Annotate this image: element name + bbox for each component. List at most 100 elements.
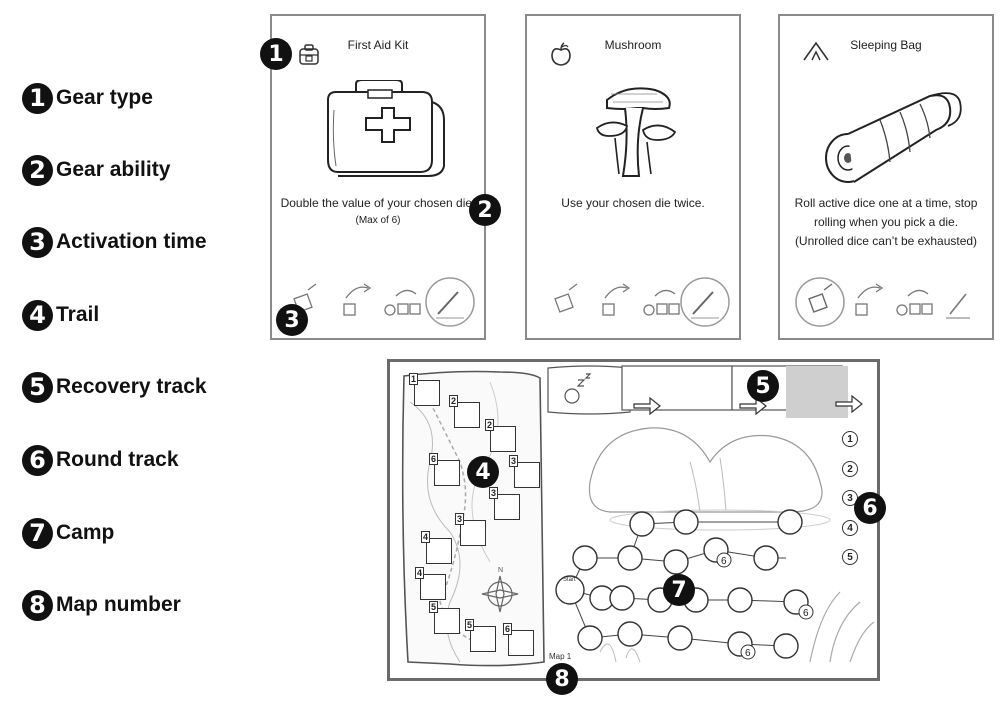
- pencil-icon-circled: [425, 277, 475, 327]
- legend-number: 2: [22, 154, 53, 186]
- legend-item-activation-time: 3 Activation time: [22, 224, 207, 260]
- legend-number: 1: [22, 82, 53, 114]
- trail-box[interactable]: 3: [489, 487, 520, 520]
- gear-card-sleeping-bag[interactable]: Sleeping Bag Roll active dice one at a t…: [778, 14, 994, 340]
- ability-note: (Max of 6): [355, 215, 401, 226]
- callout-activation-time: 3: [276, 304, 308, 336]
- callout-gear-type: 1: [260, 38, 292, 70]
- trail-number: 5: [465, 619, 475, 631]
- legend-label: Trail: [56, 303, 100, 326]
- trail-number: 4: [415, 567, 425, 579]
- compass-rose-icon: [481, 575, 519, 613]
- trail-box[interactable]: 5: [429, 601, 460, 634]
- arrow-right-icon: [633, 396, 661, 416]
- dice-exhaust-icon: [384, 289, 421, 316]
- legend-label: Recovery track: [56, 375, 207, 398]
- card-title: Mushroom: [604, 38, 662, 52]
- gear-ability-text: Roll active dice one at a time, stop rol…: [788, 194, 984, 251]
- callout-map-number: 8: [546, 663, 578, 695]
- trail-number: 3: [489, 487, 499, 499]
- legend-label: Gear ability: [56, 158, 171, 181]
- trail-box[interactable]: 1: [409, 373, 440, 406]
- trail-box[interactable]: 6: [503, 623, 534, 656]
- legend-item-gear-ability: 2 Gear ability: [22, 152, 170, 188]
- dice-exhaust-icon: [896, 289, 933, 316]
- sleeping-bag-illustration: [825, 92, 962, 183]
- legend-number: 6: [22, 444, 53, 476]
- gear-card-first-aid-kit[interactable]: First Aid Kit Double the value of your c…: [270, 14, 486, 340]
- trail-box[interactable]: 4: [421, 531, 452, 564]
- legend-label: Camp: [56, 521, 115, 544]
- round-marker[interactable]: 1: [842, 431, 858, 447]
- compass-north-label: N: [498, 567, 503, 574]
- trail-number: 3: [509, 455, 519, 467]
- trail-number: 5: [429, 601, 439, 613]
- callout-recovery-track: 5: [747, 370, 779, 402]
- backpack-icon: [299, 44, 319, 65]
- trail-number: 3: [455, 513, 465, 525]
- dice-pick-icon: [602, 283, 631, 316]
- legend-item-recovery-track: 5 Recovery track: [22, 369, 207, 405]
- ability-text: Double the value of your chosen die.: [280, 196, 476, 210]
- trail-number: 6: [503, 623, 513, 635]
- map-board: N 1 2 2 6 3 3 3 4 4 5 5 6 1 2 3 4 5: [387, 359, 880, 681]
- pencil-icon-circled: [680, 277, 730, 327]
- activation-track: [795, 277, 970, 327]
- callout-camp: 7: [663, 574, 695, 606]
- rock-scenery: [588, 427, 823, 513]
- dice-roll-icon: [554, 283, 578, 313]
- round-marker[interactable]: 4: [842, 520, 858, 536]
- trail-box[interactable]: 6: [429, 453, 460, 486]
- ability-text: Roll active dice one at a time, stop rol…: [794, 196, 978, 248]
- activation-track: [554, 277, 730, 327]
- gear-card-mushroom[interactable]: Mushroom Use your chosen die twice.: [525, 14, 741, 340]
- legend-number: 5: [22, 371, 53, 403]
- card-title: Sleeping Bag: [850, 38, 922, 52]
- trail-number: 2: [449, 395, 459, 407]
- sleep-icon: [564, 373, 592, 404]
- legend-number: 8: [22, 589, 53, 621]
- legend-label: Round track: [56, 448, 179, 471]
- activation-track: [293, 277, 475, 327]
- legend-number: 3: [22, 226, 53, 258]
- trail-box[interactable]: 2: [449, 395, 480, 428]
- apple-icon: [551, 42, 571, 66]
- recovery-track-slot: [621, 365, 733, 411]
- pencil-icon: [946, 293, 970, 319]
- trail-number: 2: [485, 419, 495, 431]
- map-number: Map 1: [549, 652, 572, 661]
- round-marker[interactable]: 5: [842, 549, 858, 565]
- round-marker[interactable]: 2: [842, 461, 858, 477]
- legend-item-gear-type: 1 Gear type: [22, 80, 153, 116]
- dice-exhaust-icon: [643, 289, 680, 316]
- legend-item-map-number: 8 Map number: [22, 587, 181, 623]
- legend-number: 7: [22, 517, 53, 549]
- legend-item-round-track: 6 Round track: [22, 442, 179, 478]
- trail-number: 4: [421, 531, 431, 543]
- recovery-track-start: [547, 365, 631, 415]
- dice-roll-icon-circled: [795, 277, 845, 327]
- arrow-right-icon: [835, 394, 863, 414]
- trail-box[interactable]: 2: [485, 419, 516, 452]
- trail-box[interactable]: 4: [415, 567, 446, 600]
- callout-gear-ability: 2: [469, 194, 501, 226]
- plant-scenery: [809, 591, 875, 663]
- legend-number: 4: [22, 299, 53, 331]
- legend-label: Gear type: [56, 86, 153, 109]
- mushroom-illustration: [595, 87, 677, 177]
- arrow-right-icon: [739, 396, 767, 416]
- recovery-track-highlight: [786, 366, 848, 418]
- legend-item-camp: 7 Camp: [22, 515, 114, 551]
- card-title: First Aid Kit: [347, 38, 409, 52]
- trail-box[interactable]: 5: [465, 619, 496, 652]
- gear-ability-text: Double the value of your chosen die. (Ma…: [280, 194, 476, 228]
- trail-number: 1: [409, 373, 419, 385]
- legend-label: Map number: [56, 593, 181, 616]
- trail-box[interactable]: 3: [509, 455, 540, 488]
- dice-pick-icon: [855, 283, 884, 316]
- trail-box[interactable]: 3: [455, 513, 486, 546]
- trail-number: 6: [429, 453, 439, 465]
- legend-item-trail: 4 Trail: [22, 297, 99, 333]
- dice-pick-icon: [343, 283, 372, 316]
- first-aid-kit-illustration: [327, 80, 445, 177]
